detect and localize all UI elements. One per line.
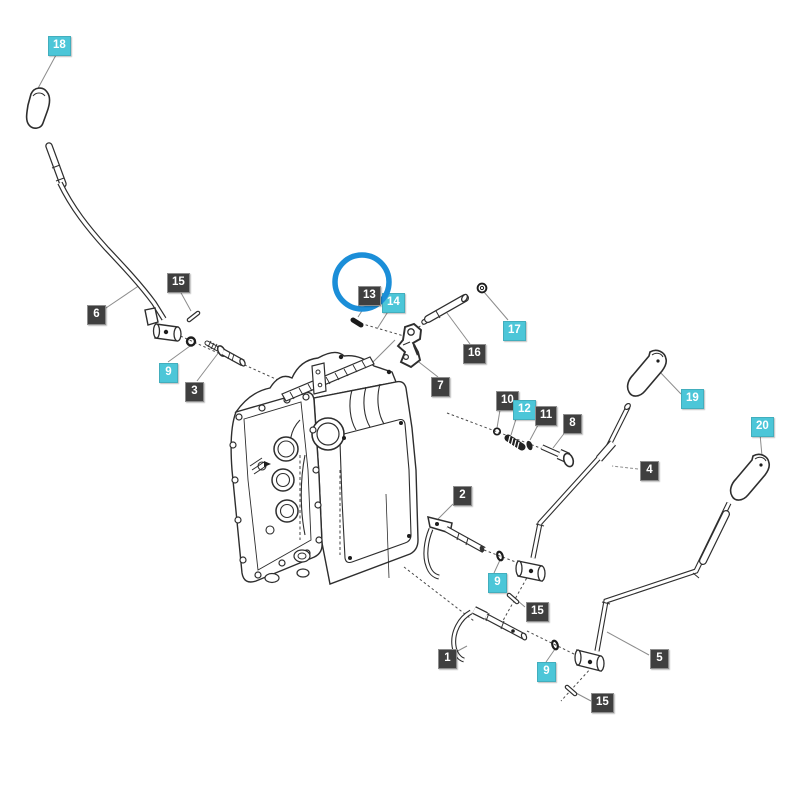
shift-fork-7 <box>396 322 422 369</box>
callout-13[interactable]: 13 <box>358 286 381 306</box>
callout-9c[interactable]: 9 <box>537 662 556 682</box>
roll-pin-15c <box>564 684 578 697</box>
callout-15c[interactable]: 15 <box>591 693 614 713</box>
fork-shaft-16 <box>421 293 469 325</box>
callout-9a[interactable]: 9 <box>159 363 178 383</box>
washer-9a <box>185 336 197 347</box>
transmission-housing <box>229 351 419 585</box>
callout-16[interactable]: 16 <box>463 344 486 364</box>
callout-4[interactable]: 4 <box>640 461 659 481</box>
callout-8[interactable]: 8 <box>563 414 582 434</box>
callout-1[interactable]: 1 <box>438 649 457 669</box>
callout-18[interactable]: 18 <box>48 36 71 56</box>
detent-ball-11 <box>526 440 533 451</box>
callout-7[interactable]: 7 <box>431 377 450 397</box>
shift-lever-5 <box>574 501 732 672</box>
lever-knob-20 <box>729 453 771 501</box>
callout-17[interactable]: 17 <box>503 321 526 341</box>
ring-10 <box>492 427 502 436</box>
shift-arm-3 <box>204 340 246 367</box>
detent-pin-13 <box>350 317 364 328</box>
detent-spring-12 <box>504 434 526 451</box>
snap-ring-17 <box>476 282 488 294</box>
callout-14[interactable]: 14 <box>382 293 405 313</box>
callout-20[interactable]: 20 <box>751 417 774 437</box>
callout-9b[interactable]: 9 <box>488 573 507 593</box>
callout-6[interactable]: 6 <box>87 305 106 325</box>
shift-lever-4 <box>515 402 631 582</box>
detent-bolt-8 <box>540 444 575 468</box>
washer-9c <box>551 639 559 651</box>
callout-3[interactable]: 3 <box>185 382 204 402</box>
roll-pin-15a <box>186 310 201 323</box>
roll-pin-15b <box>506 592 520 605</box>
callout-15b[interactable]: 15 <box>526 602 549 622</box>
callout-5[interactable]: 5 <box>650 649 669 669</box>
gear-shift-knob-18 <box>25 87 51 129</box>
shift-shaft-1 <box>451 606 528 663</box>
callout-19[interactable]: 19 <box>681 389 704 409</box>
callout-12[interactable]: 12 <box>513 400 536 420</box>
gear-lever-6 <box>45 142 182 342</box>
lever-knob-19 <box>626 349 668 397</box>
callout-11[interactable]: 11 <box>535 406 558 426</box>
callout-15a[interactable]: 15 <box>167 273 190 293</box>
bell-crank-lever-2 <box>423 515 486 580</box>
washer-9b <box>496 550 504 562</box>
callout-2[interactable]: 2 <box>453 486 472 506</box>
